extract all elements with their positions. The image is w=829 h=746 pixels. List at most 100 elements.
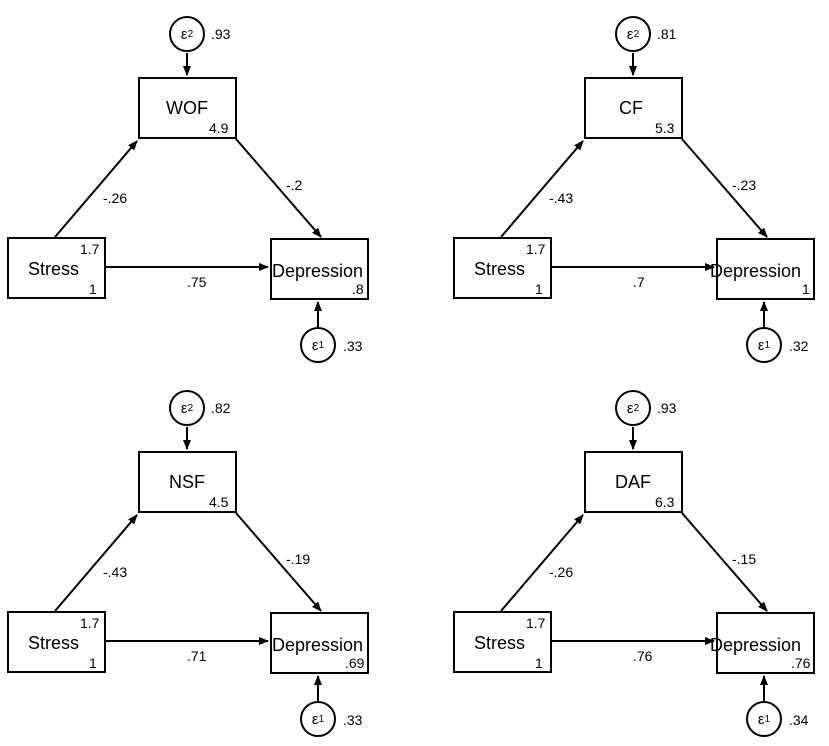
- stress-name: Stress: [28, 259, 80, 279]
- depression-intercept: .76: [791, 655, 811, 671]
- stress-to-mediator-arrow: [54, 140, 138, 238]
- path-a-coefficient: -.26: [103, 190, 128, 206]
- mediator-name: WOF: [166, 98, 208, 118]
- e2-variance: .93: [657, 400, 677, 416]
- stress-mean: 1.7: [526, 615, 546, 631]
- stress-variance: 1: [89, 655, 97, 671]
- e2-variance: .82: [211, 400, 231, 416]
- e1-variance: .33: [343, 338, 363, 354]
- mediator-intercept: 6.3: [655, 494, 675, 510]
- e2-subscript: 2: [187, 28, 194, 40]
- e2-symbol: ε: [626, 25, 634, 43]
- path-arrows: [54, 427, 322, 701]
- stress-name: Stress: [28, 633, 80, 653]
- e1-subscript: 1: [318, 339, 325, 351]
- path-b-coefficient: -.15: [732, 551, 757, 567]
- e2-subscript: 2: [633, 28, 640, 40]
- mediator-name: NSF: [169, 472, 205, 492]
- stress-name: Stress: [474, 259, 526, 279]
- depression-name: Depression: [272, 261, 364, 281]
- stress-box: [453, 611, 552, 673]
- mediator-box: [138, 77, 237, 139]
- stress-variance: 1: [535, 281, 543, 297]
- path-c-coefficient: .7: [633, 274, 645, 290]
- e2-variance: .81: [657, 26, 677, 42]
- stress-variance: 1: [89, 281, 97, 297]
- e2-symbol: ε: [626, 399, 634, 417]
- depression-box: [716, 238, 815, 300]
- e2-subscript: 2: [633, 402, 640, 414]
- mediator-to-depression-arrow: [235, 512, 322, 612]
- depression-box: [270, 238, 369, 300]
- e1-subscript: 1: [764, 339, 771, 351]
- stress-to-mediator-arrow: [500, 140, 584, 238]
- depression-box: [270, 612, 369, 674]
- depression-name: Depression: [710, 635, 802, 655]
- path-arrows: [500, 427, 768, 701]
- path-b-coefficient: -.19: [286, 551, 311, 567]
- depression-name: Depression: [272, 635, 364, 655]
- e2-symbol: ε: [180, 25, 188, 43]
- e2-symbol: ε: [180, 399, 188, 417]
- stress-box: [7, 237, 106, 299]
- mediator-to-depression-arrow: [681, 512, 768, 612]
- e1-variance: .34: [789, 712, 809, 728]
- mediator-intercept: 4.5: [209, 494, 229, 510]
- mediator-box: [138, 451, 237, 513]
- e1-subscript: 1: [318, 713, 325, 725]
- stress-mean: 1.7: [80, 615, 100, 631]
- e2-subscript: 2: [187, 402, 194, 414]
- path-arrows: [54, 53, 322, 327]
- depression-name: Depression: [710, 261, 802, 281]
- stress-mean: 1.7: [80, 241, 100, 257]
- depression-intercept: .8: [352, 281, 364, 297]
- mediator-intercept: 4.9: [209, 120, 229, 136]
- path-b-coefficient: -.2: [286, 177, 303, 193]
- e1-variance: .33: [343, 712, 363, 728]
- depression-box: [716, 612, 815, 674]
- depression-intercept: 1: [802, 281, 810, 297]
- e1-variance: .32: [789, 338, 809, 354]
- mediator-name: DAF: [615, 472, 651, 492]
- path-c-coefficient: .75: [187, 274, 207, 290]
- path-a-coefficient: -.43: [549, 190, 574, 206]
- stress-name: Stress: [474, 633, 526, 653]
- stress-to-mediator-arrow: [500, 514, 584, 612]
- e1-symbol: ε: [757, 336, 765, 354]
- mediator-box: [584, 451, 683, 513]
- path-c-coefficient: .76: [633, 648, 653, 664]
- path-a-coefficient: -.26: [549, 564, 574, 580]
- depression-intercept: .69: [345, 655, 365, 671]
- mediator-intercept: 5.3: [655, 120, 675, 136]
- path-arrows: [500, 53, 768, 327]
- path-b-coefficient: -.23: [732, 177, 757, 193]
- e1-symbol: ε: [311, 710, 319, 728]
- e1-symbol: ε: [757, 710, 765, 728]
- stress-variance: 1: [535, 655, 543, 671]
- stress-mean: 1.7: [526, 241, 546, 257]
- mediator-name: CF: [619, 98, 643, 118]
- mediator-box: [584, 77, 683, 139]
- mediator-to-depression-arrow: [235, 138, 322, 238]
- path-a-coefficient: -.43: [103, 564, 128, 580]
- stress-box: [7, 611, 106, 673]
- stress-to-mediator-arrow: [54, 514, 138, 612]
- e1-subscript: 1: [764, 713, 771, 725]
- e1-symbol: ε: [311, 336, 319, 354]
- mediator-to-depression-arrow: [681, 138, 768, 238]
- e2-variance: .93: [211, 26, 231, 42]
- path-c-coefficient: .71: [187, 648, 207, 664]
- stress-box: [453, 237, 552, 299]
